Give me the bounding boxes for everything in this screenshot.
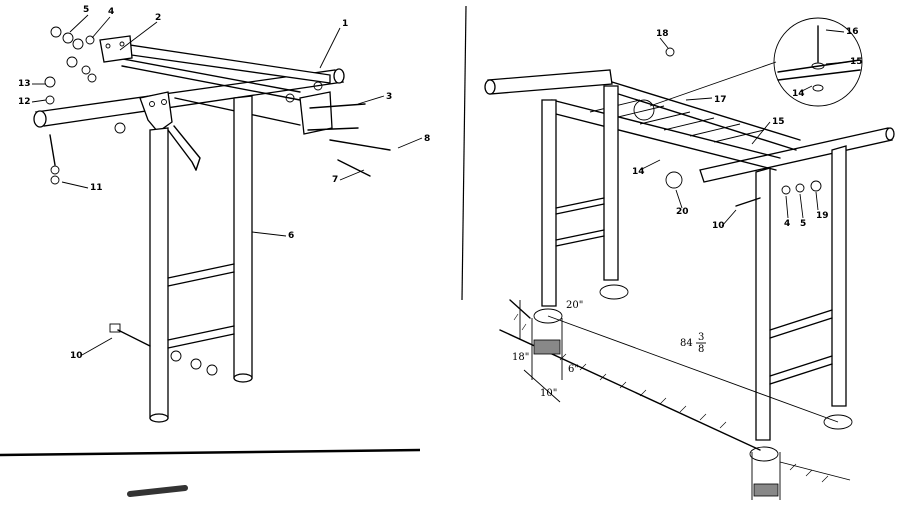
dim-depth-small: 6" bbox=[568, 364, 579, 375]
callout-14: 14 bbox=[632, 167, 645, 177]
right-leader-lines bbox=[639, 29, 849, 227]
callout-10: 10 bbox=[70, 351, 83, 361]
dim-span-den: 8 bbox=[698, 344, 704, 355]
right-legs bbox=[541, 85, 847, 441]
callout-5: 5 bbox=[83, 5, 89, 15]
left-callouts: 5 4 2 1 13 12 3 8 7 11 6 10 bbox=[18, 5, 430, 361]
dim-span-whole: 84 bbox=[680, 338, 693, 349]
right-callouts: 18 17 16 15 14 15 14 20 10 4 5 19 bbox=[632, 27, 863, 231]
left-leg-rear bbox=[233, 95, 253, 383]
callout-8: 8 bbox=[424, 134, 430, 144]
ground-section bbox=[499, 299, 851, 500]
callout-4: 4 bbox=[784, 219, 790, 229]
dim-ground-depth: 18" bbox=[512, 352, 529, 363]
callout-13: 13 bbox=[18, 79, 31, 89]
callout-1: 1 bbox=[342, 19, 348, 29]
top-bar-front bbox=[33, 68, 345, 128]
bracket-right bbox=[299, 91, 333, 135]
horizontal-ladder bbox=[547, 81, 801, 171]
bracket-left bbox=[139, 91, 173, 133]
callout-3: 3 bbox=[386, 92, 392, 102]
right-hardware bbox=[665, 47, 822, 207]
side-rungs bbox=[555, 197, 833, 385]
callout-4: 4 bbox=[108, 7, 114, 17]
top-bar-right bbox=[699, 127, 895, 183]
callout-16: 16 bbox=[846, 27, 859, 37]
callout-18: 18 bbox=[656, 29, 669, 39]
dim-hole-width: 10" bbox=[540, 388, 557, 399]
left-leg-front bbox=[149, 127, 169, 423]
callout-6: 6 bbox=[288, 231, 294, 241]
top-bar-left bbox=[484, 69, 613, 95]
callout-14-inset: 14 bbox=[792, 89, 805, 99]
callout-17: 17 bbox=[714, 95, 727, 105]
callout-20: 20 bbox=[676, 207, 689, 217]
baseline-marks bbox=[0, 448, 421, 497]
dim-post-hole: 20" bbox=[566, 300, 583, 311]
hardware-nuts bbox=[44, 26, 323, 376]
ladder-rungs bbox=[167, 263, 235, 349]
footings bbox=[533, 284, 853, 462]
callout-5: 5 bbox=[800, 219, 806, 229]
callout-2: 2 bbox=[155, 13, 161, 23]
callout-19: 19 bbox=[816, 211, 829, 221]
view-divider bbox=[461, 5, 467, 301]
dimensions: 84 3 8 18" 20" 10" 6" bbox=[512, 300, 706, 403]
callout-10: 10 bbox=[712, 221, 725, 231]
left-leader-lines bbox=[31, 14, 423, 356]
swing-hanger bbox=[49, 125, 201, 185]
callout-15-inset: 15 bbox=[850, 57, 863, 67]
callout-15: 15 bbox=[772, 117, 785, 127]
hardware-bolts bbox=[109, 103, 391, 347]
left-exploded-view bbox=[0, 26, 421, 497]
callout-7: 7 bbox=[332, 175, 338, 185]
callout-11: 11 bbox=[90, 183, 103, 193]
bracket-rear bbox=[99, 35, 133, 63]
callout-12: 12 bbox=[18, 97, 31, 107]
right-assembled-view bbox=[484, 17, 895, 500]
dim-span-num: 3 bbox=[698, 332, 704, 343]
